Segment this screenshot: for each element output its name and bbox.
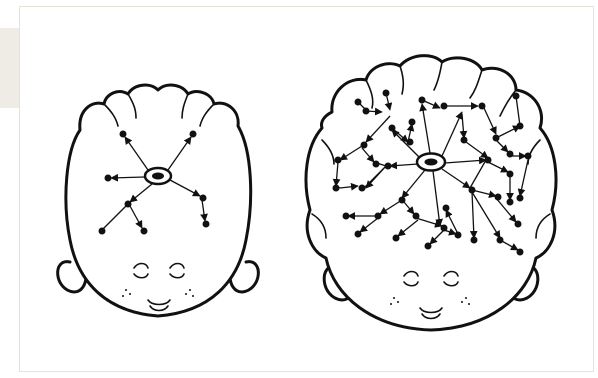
- left-head-outline: [66, 85, 251, 316]
- left-head: [58, 85, 259, 316]
- right-head: [306, 56, 556, 330]
